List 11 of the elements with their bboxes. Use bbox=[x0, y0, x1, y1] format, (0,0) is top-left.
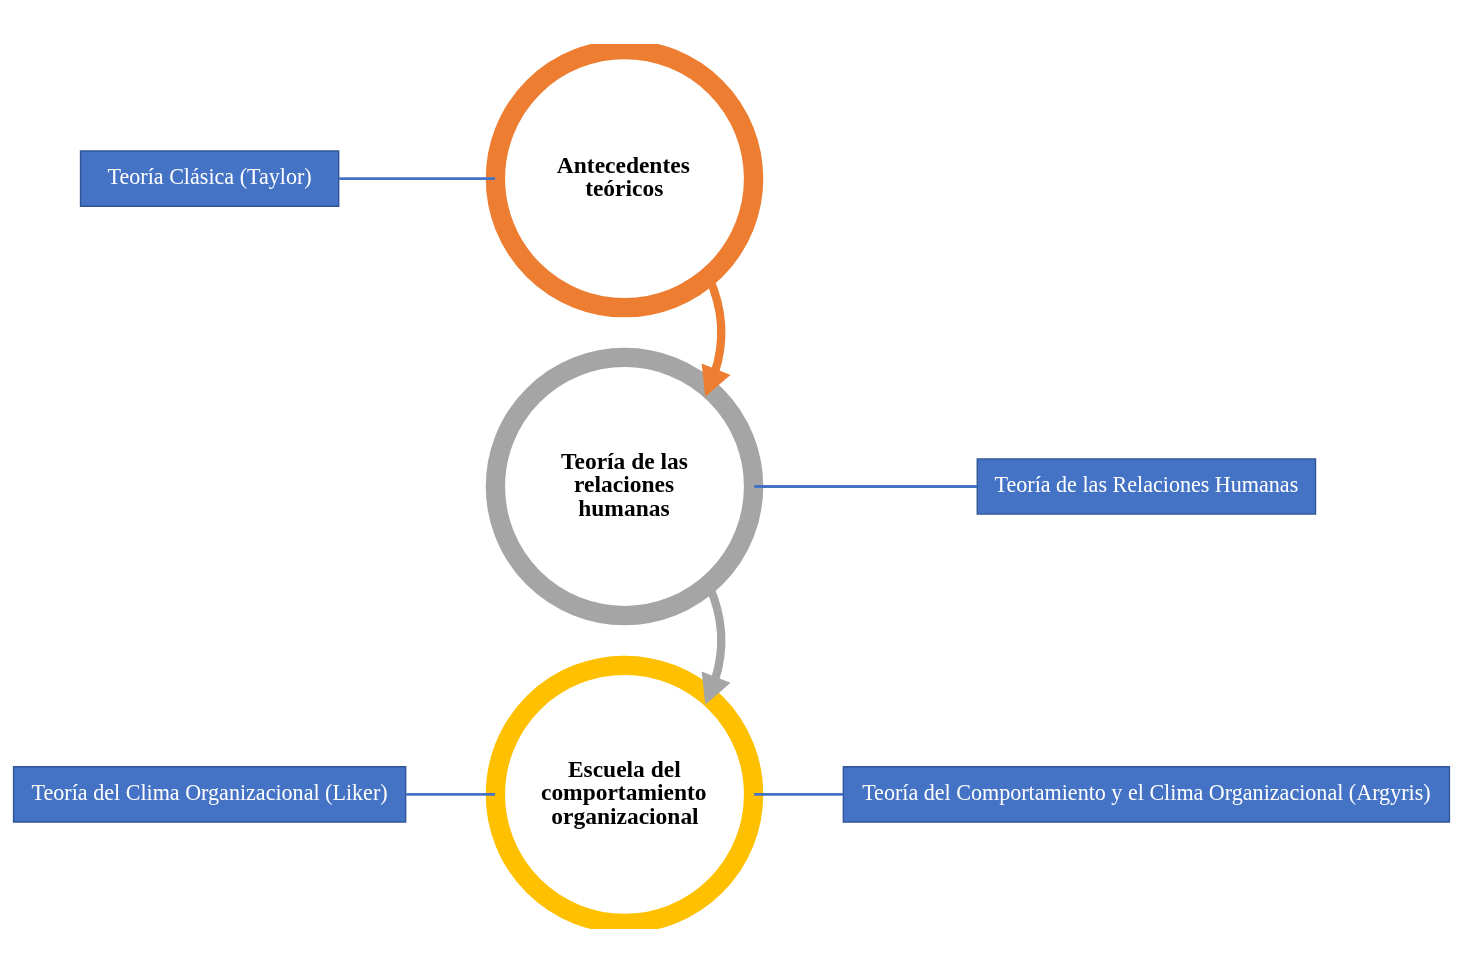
node-circle: Antecedentes teóricos bbox=[485, 44, 764, 318]
node-box: Teoría del Comportamiento y el Clima Organizacional (Argyris) bbox=[842, 766, 1451, 823]
connector bbox=[339, 177, 496, 180]
node-box: Teoría Clásica (Taylor) bbox=[79, 150, 340, 207]
node-box: Teoría de las Relaciones Humanas bbox=[976, 458, 1317, 515]
connector bbox=[754, 485, 977, 488]
connector bbox=[754, 793, 844, 796]
node-box: Teoría del Clima Organizacional (Liker) bbox=[12, 766, 407, 823]
node-circle: Escuela del comportamiento organizacional bbox=[485, 655, 764, 929]
connector bbox=[406, 793, 496, 796]
node-circle: Teoría de las relaciones humanas bbox=[485, 347, 764, 626]
